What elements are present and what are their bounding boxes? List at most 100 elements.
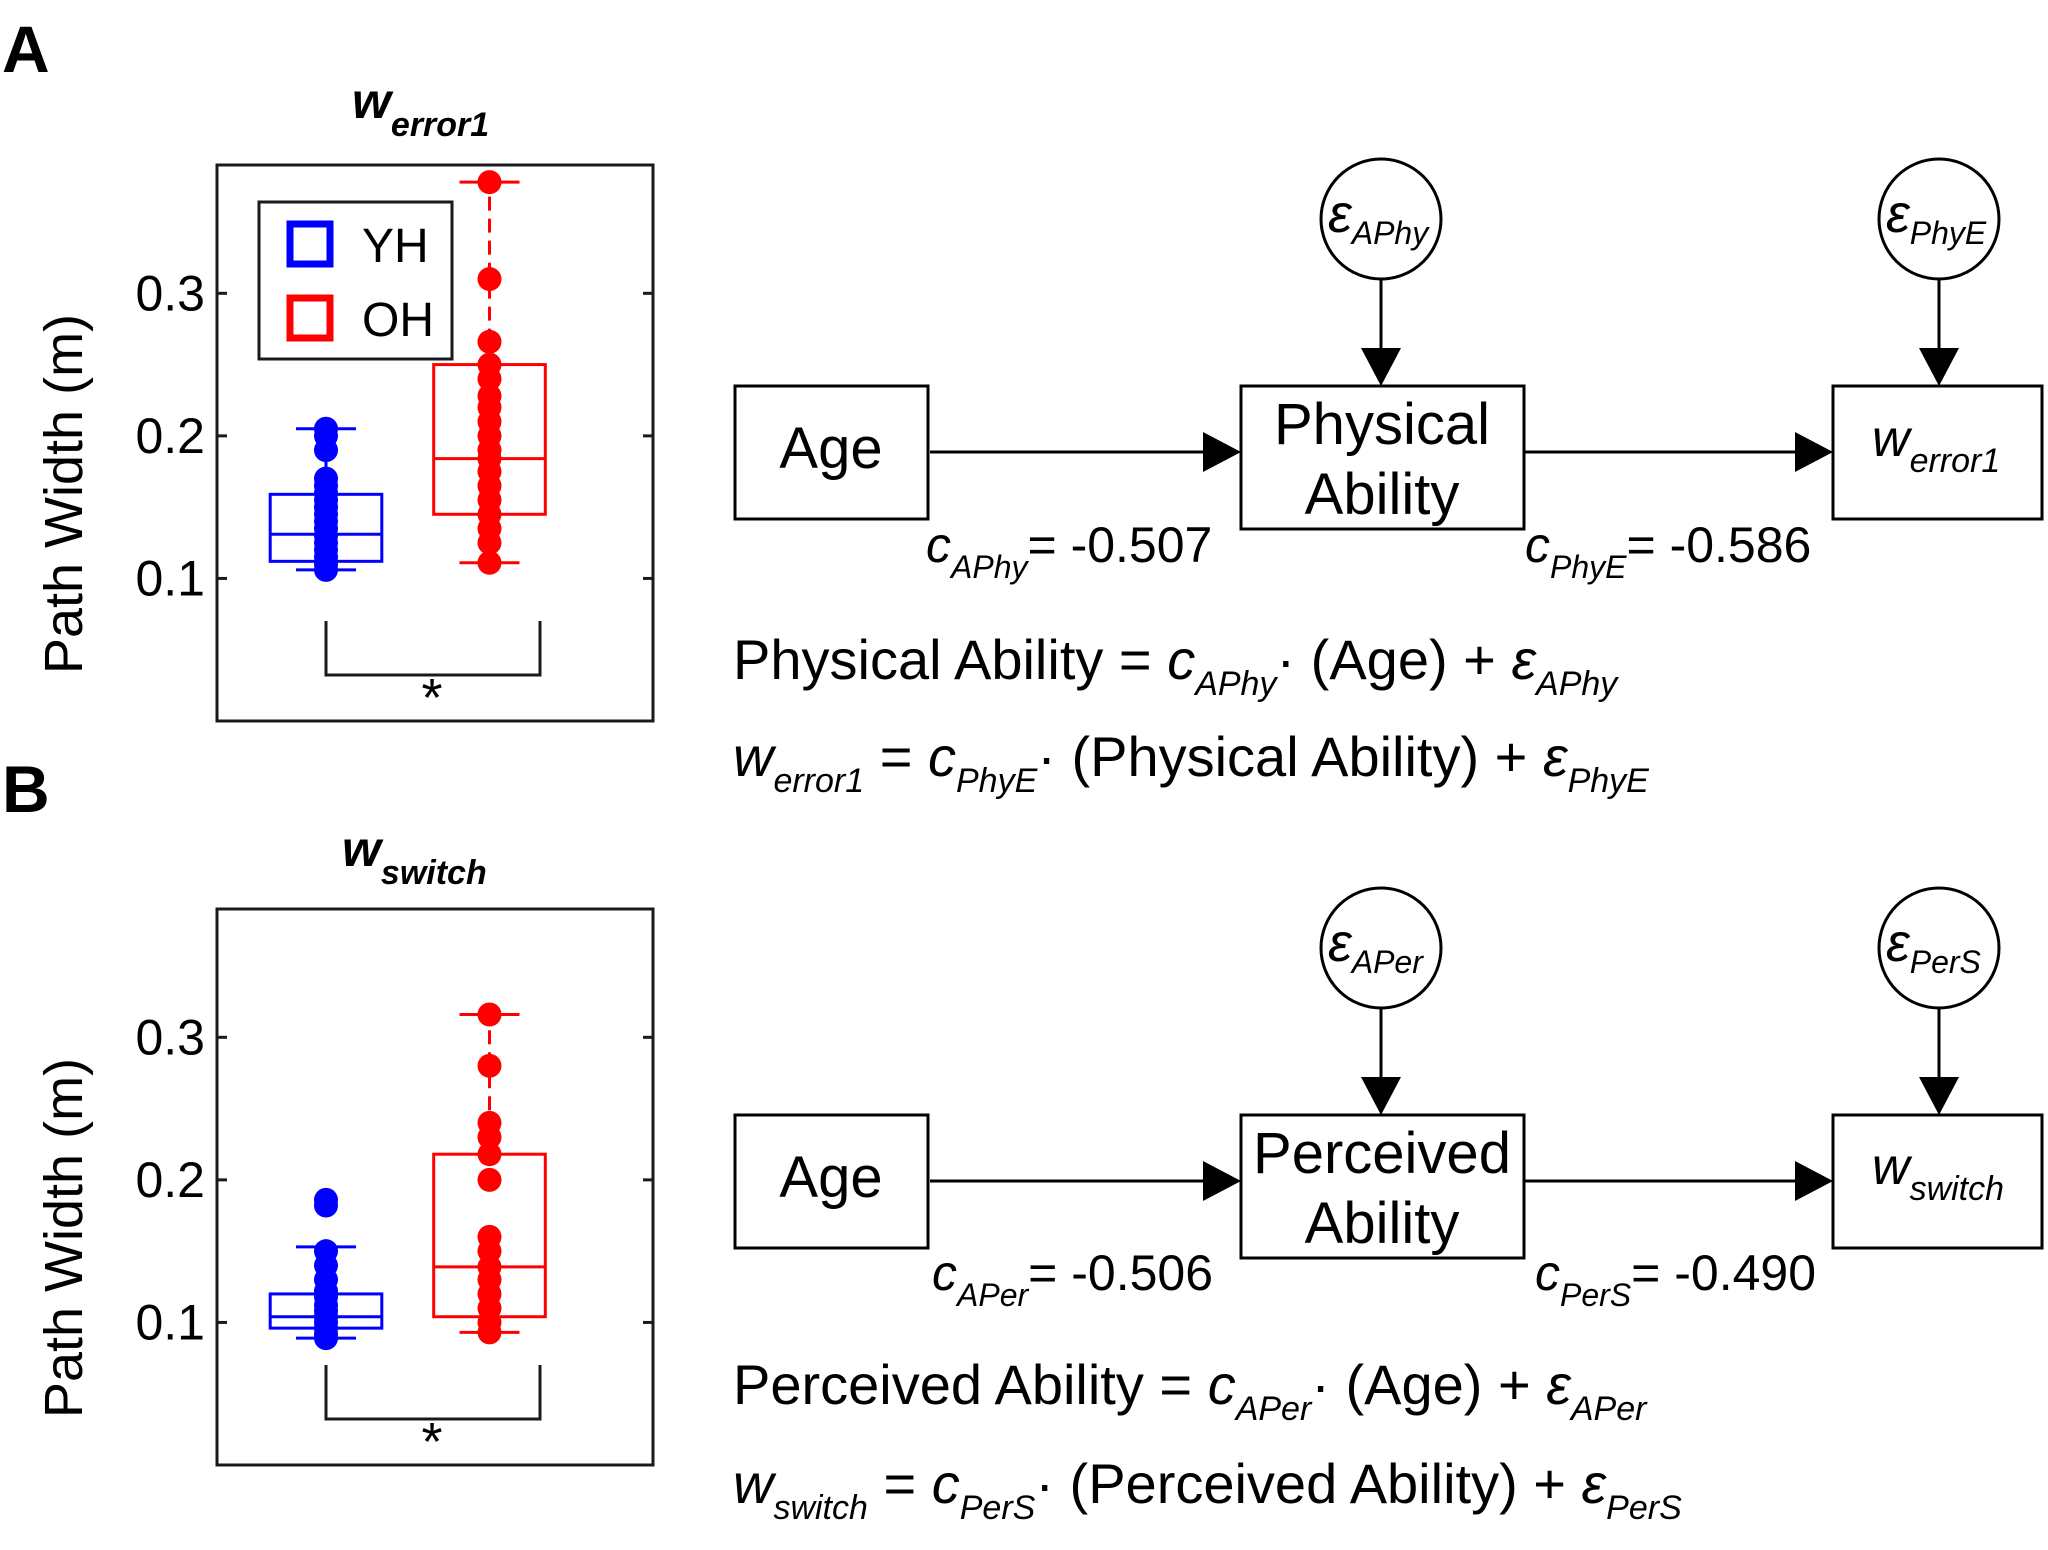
plot-a-point-oh-1 xyxy=(477,267,502,292)
age-node-a xyxy=(733,384,930,521)
eq-a1-e: ε xyxy=(1511,628,1537,691)
error-node-a2-label: εPhyE xyxy=(1886,184,1987,251)
arrowhead-eps-to-mediator-a xyxy=(1361,348,1401,386)
eq-b1-mid: · (Age) + xyxy=(1311,1353,1546,1416)
coef-a2-sub: PhyE xyxy=(1550,549,1627,585)
age-node-a-label: Age xyxy=(779,416,882,481)
eq-b2-e-sub: PerS xyxy=(1606,1489,1682,1527)
eps-a1-sub: APhy xyxy=(1350,215,1430,251)
mediator-node-a-line1: Physical xyxy=(1274,392,1490,457)
plot-b-point-yh-1 xyxy=(314,1193,338,1218)
panel-a-letter: A xyxy=(2,12,50,86)
eq-b2-mid: · (Perceived Ability) + xyxy=(1035,1452,1581,1515)
plot-b-title-sub: switch xyxy=(381,854,487,892)
plot-b-title: wswitch xyxy=(342,821,487,892)
plot-b-iqr-box-yh xyxy=(268,1292,384,1330)
diagram-b: Age Perceived Ability wswitch εAPer εPer… xyxy=(733,886,2044,1313)
plot-b-iqr-box-oh xyxy=(432,1152,547,1319)
mediator-node-b-line2: Ability xyxy=(1305,1191,1460,1256)
legend-label-oh: OH xyxy=(362,294,434,347)
coef-a1: cAPhy= -0.507 xyxy=(926,517,1212,585)
error-node-a1-label: εAPhy xyxy=(1328,184,1430,251)
coef-b2-sub: PerS xyxy=(1560,1277,1631,1313)
eq-b2-eq: = xyxy=(868,1452,932,1515)
eq-b2-w: w xyxy=(733,1452,777,1515)
coef-a1-sub: APhy xyxy=(949,549,1029,585)
eq-a2-eq: = xyxy=(864,725,928,788)
eq-a2-e-sub: PhyE xyxy=(1568,762,1650,800)
coef-b1: cAPer= -0.506 xyxy=(932,1245,1213,1313)
eps-a2-sub: PhyE xyxy=(1910,215,1987,251)
coef-a2: cPhyE= -0.586 xyxy=(1525,517,1811,585)
plot-b-significance-star: * xyxy=(421,1412,442,1472)
arrowhead-mediator-to-outcome-a xyxy=(1795,432,1833,472)
outcome-a-main: w xyxy=(1872,410,1913,468)
eq-a1-mid: · (Age) + xyxy=(1276,628,1511,691)
equation-b2: wswitch = cPerS· (Perceived Ability) + ε… xyxy=(733,1452,1682,1527)
plot-b-ticks: 0.10.20.3 xyxy=(135,1009,653,1350)
plot-a-legend: YH OH xyxy=(257,200,454,361)
panel-a: A werror1 Path Width (m) 0.10.20.3 YH OH… xyxy=(2,12,2044,800)
plot-a-title-main: w xyxy=(352,73,394,129)
outcome-node-b-label: wswitch xyxy=(1872,1138,2004,1208)
equation-a1: Physical Ability = cAPhy· (Age) + εAPhy xyxy=(733,628,1619,703)
coef-b2: cPerS= -0.490 xyxy=(1535,1245,1816,1313)
plot-b-ytick-label-0: 0.1 xyxy=(135,1294,205,1350)
eq-b1-e-sub: APer xyxy=(1569,1390,1648,1428)
outcome-b-sub: switch xyxy=(1910,1170,2004,1208)
age-node-b-label: Age xyxy=(779,1145,882,1210)
legend-swatch-oh xyxy=(286,294,334,342)
panel-b-letter: B xyxy=(2,752,50,826)
plot-a-box-oh xyxy=(432,170,547,575)
eq-a2-w-sub: error1 xyxy=(773,762,864,800)
plot-b-significance-bracket xyxy=(324,1365,542,1421)
plot-b-boxes xyxy=(268,1002,547,1351)
plot-a-iqr-box-oh xyxy=(432,363,547,516)
panel-b: B wswitch Path Width (m) 0.10.20.3 * Age… xyxy=(2,752,2044,1527)
outcome-node-a-label: werror1 xyxy=(1872,410,2000,480)
eq-a2-mid: · (Physical Ability) + xyxy=(1037,725,1543,788)
legend-swatch-yh xyxy=(286,220,334,268)
eq-b2-c-sub: PerS xyxy=(960,1489,1036,1527)
plot-a-frame xyxy=(215,163,655,723)
plot-a-ylabel: Path Width (m) xyxy=(34,314,94,674)
outcome-a-sub: error1 xyxy=(1910,442,2001,480)
plot-b-point-oh-5 xyxy=(477,1167,502,1192)
eq-a2-e: ε xyxy=(1543,725,1569,788)
eq-a1-lhs: Physical Ability = xyxy=(733,628,1167,691)
plot-a-significance-bracket xyxy=(324,621,542,677)
plot-b-box-yh xyxy=(268,1187,384,1351)
plot-b-point-oh-3 xyxy=(477,1125,502,1150)
mediator-node-b-line1: Perceived xyxy=(1253,1121,1511,1186)
eq-b1-c-sub: APer xyxy=(1234,1390,1313,1428)
coef-b1-value: = -0.506 xyxy=(1028,1245,1213,1301)
eq-b2-e: ε xyxy=(1582,1452,1608,1515)
eq-b2-w-sub: switch xyxy=(773,1489,867,1527)
eq-a1-c-sub: APhy xyxy=(1193,665,1278,703)
plot-b-title-main: w xyxy=(342,821,384,877)
error-node-b2-label: εPerS xyxy=(1886,913,1981,980)
outcome-node-a xyxy=(1831,384,2044,521)
eps-b1-main: ε xyxy=(1328,913,1353,973)
arrowhead-age-to-mediator-b xyxy=(1203,1161,1241,1201)
plot-a-ytick-label-0: 0.1 xyxy=(135,550,205,606)
arrowhead-age-to-mediator-a xyxy=(1203,432,1241,472)
coef-b2-c: c xyxy=(1535,1245,1560,1301)
plot-a-ytick-label-2: 0.3 xyxy=(135,265,205,321)
eq-b1-lhs: Perceived Ability = xyxy=(733,1353,1208,1416)
arrowhead-mediator-to-outcome-b xyxy=(1795,1161,1833,1201)
eps-b2-main: ε xyxy=(1886,913,1911,973)
plot-a-boxes xyxy=(268,170,547,582)
mediator-node-b xyxy=(1239,1113,1526,1260)
plot-a-ytick-label-1: 0.2 xyxy=(135,408,205,464)
coef-a1-value: = -0.507 xyxy=(1027,517,1212,573)
plot-b-frame xyxy=(215,907,655,1467)
plot-a-iqr-box-yh xyxy=(268,492,384,563)
coef-a2-value: = -0.586 xyxy=(1626,517,1811,573)
eq-b1-c: c xyxy=(1208,1353,1236,1416)
arrowhead-eps-to-outcome-a xyxy=(1919,348,1959,386)
plot-a-title: werror1 xyxy=(352,73,489,144)
diagram-a: Age Physical Ability werror1 εAPhy εPhyE… xyxy=(733,157,2044,585)
eps-a2-main: ε xyxy=(1886,184,1911,244)
